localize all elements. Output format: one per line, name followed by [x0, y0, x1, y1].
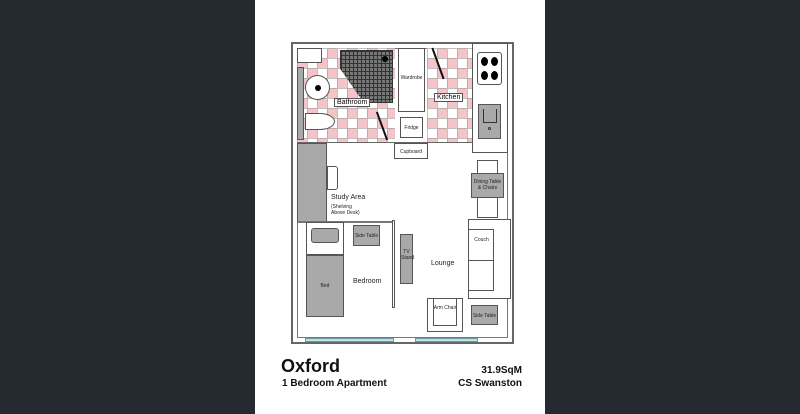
apartment-area: 31.9SqM: [481, 365, 522, 376]
bathroom-cabinet: [297, 48, 322, 63]
side-table-right-label: Side Table: [472, 313, 497, 319]
bedroom-label: Bedroom: [353, 278, 382, 285]
side-table-left: Side Table: [353, 225, 380, 246]
study-note: (Shelving Above Desk): [331, 204, 360, 216]
side-table-left-label: Side Table: [354, 233, 379, 239]
couch: Couch: [468, 219, 511, 299]
fridge: Fridge: [400, 117, 423, 138]
cupboard: Cupboard: [394, 143, 428, 159]
kitchen-sink-icon: [478, 104, 501, 139]
bed-label: Bed: [320, 283, 330, 289]
study-chair: [327, 166, 338, 190]
dining-label: Dining Table & Chairs: [473, 179, 502, 191]
pillow: [311, 228, 339, 243]
couch-label: Couch: [474, 237, 489, 243]
arm-chair-label: Arm Chair: [433, 305, 457, 311]
window-left: [305, 338, 394, 342]
fridge-label: Fridge: [404, 125, 419, 131]
apartment-name: Oxford: [281, 356, 341, 376]
cupboard-label: Cupboard: [400, 149, 422, 155]
bathroom-label: Bathroom: [334, 98, 371, 107]
kitchen-label: Kitchen: [434, 93, 464, 102]
building-name: CS Swanston: [458, 378, 522, 389]
bed: Bed: [306, 255, 344, 317]
apartment-type: 1 Bedroom Apartment: [282, 378, 387, 389]
wall-line: [297, 142, 472, 143]
tv-stand-label: TV Stand: [401, 249, 415, 261]
study-desk: [297, 143, 327, 222]
dining-table: Dining Table & Chairs: [471, 173, 504, 198]
lounge-label: Lounge: [431, 260, 455, 267]
tv-stand: TV Stand: [400, 234, 415, 284]
bathroom-bench: [297, 67, 304, 140]
arm-chair: Arm Chair: [427, 298, 463, 332]
wardrobe-label: Wardrobe: [400, 75, 423, 81]
stove-icon: [477, 52, 502, 85]
basin-icon: [305, 75, 330, 100]
wardrobe: Wardrobe: [398, 48, 425, 112]
study-area-label: Study Area: [331, 194, 366, 201]
toilet-icon: [305, 113, 335, 130]
bedroom-wall: [297, 221, 393, 223]
partition-wall: [392, 220, 395, 308]
window-right: [415, 338, 478, 342]
side-table-right: Side Table: [471, 305, 498, 325]
